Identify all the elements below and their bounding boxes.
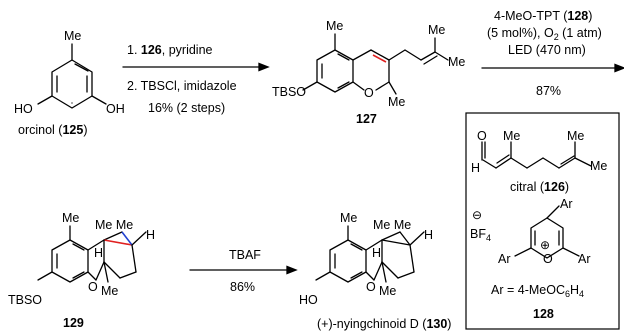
citral-me2: Me	[567, 129, 584, 143]
reagent-box	[465, 112, 620, 330]
citral-h: H	[471, 161, 480, 175]
catalyst-minus: ⊖	[472, 208, 482, 222]
c129-h1: H	[94, 246, 103, 260]
c130-me-bottom: Me	[379, 284, 396, 298]
orcinol-ho-label: HO	[14, 102, 33, 116]
c127-me-bottom: Me	[388, 95, 405, 109]
c129-h2: H	[146, 228, 155, 242]
orcinol-structure: Me HO OH orcinol (125)	[14, 29, 125, 137]
c127-tbso: TBSO	[272, 85, 306, 99]
catalyst-number: 128	[533, 307, 554, 321]
catalyst-ar-left: Ar	[498, 252, 511, 266]
c129-o: O	[88, 280, 98, 294]
citral-me1: Me	[503, 129, 520, 143]
c127-me-top: Me	[326, 19, 343, 33]
c129-tbso: TBSO	[8, 293, 42, 307]
arrow-step-1: 1. 126, pyridine 2. TBSCl, imidazole 16%…	[122, 43, 270, 115]
c130-ho: HO	[299, 293, 318, 307]
compound-127-structure: Me Me Me Me TBSO O 127	[272, 19, 465, 126]
c130-h2: H	[424, 228, 433, 242]
orcinol-oh-label: OH	[106, 102, 125, 116]
catalyst-ar-top: Ar	[560, 197, 573, 211]
c130-caption: (+)-nyingchinoid D (130)	[317, 317, 451, 331]
step3-reagent: TBAF	[229, 248, 261, 262]
step1-line1: 1. 126, pyridine	[127, 43, 213, 57]
orcinol-caption: orcinol (125)	[18, 123, 88, 137]
compound-130-structure: Me Me Me H H O Me HO (+)-nyingchinoid D …	[299, 211, 451, 331]
c127-o: O	[364, 86, 374, 100]
c130-h1: H	[372, 246, 381, 260]
citral-o: O	[477, 129, 487, 143]
c129-me-bottom: Me	[101, 284, 118, 298]
c130-me-top: Me	[340, 211, 357, 225]
step2-yield: 87%	[536, 84, 561, 98]
arrow-step-3: TBAF 86%	[189, 248, 298, 294]
c127-me-right: Me	[448, 55, 465, 69]
catalyst-plus: ⊕	[540, 238, 550, 252]
catalyst-o: O	[543, 252, 553, 266]
step2-line3: LED (470 nm)	[508, 43, 586, 57]
c129-number: 129	[63, 316, 84, 330]
catalyst-128-structure: ⊖ BF4 Ar Ar Ar O ⊕ Ar = 4-MeOC6H4 128	[470, 197, 591, 321]
c129-me-top: Me	[62, 211, 79, 225]
catalyst-bf4: BF4	[470, 227, 491, 243]
compound-129-structure: Me Me Me H H O Me TBSO 129	[8, 211, 155, 330]
step2-line1: 4-MeO-TPT (128)	[494, 9, 592, 23]
step1-yield: 16% (2 steps)	[148, 101, 225, 115]
c130-o: O	[366, 280, 376, 294]
c127-number: 127	[356, 112, 377, 126]
orcinol-me-label: Me	[64, 29, 81, 43]
step2-line2: (5 mol%), O2 (1 atm)	[487, 26, 602, 42]
c130-me-me: Me Me	[373, 218, 411, 232]
c129-me-me: Me Me	[95, 218, 133, 232]
c127-me-right-top: Me	[428, 23, 445, 37]
citral-caption: citral (126)	[510, 180, 569, 194]
step1-line2: 2. TBSCl, imidazole	[127, 79, 237, 93]
step3-yield: 86%	[230, 280, 255, 294]
arrow-step-2: 4-MeO-TPT (128) (5 mol%), O2 (1 atm) LED…	[481, 9, 624, 98]
catalyst-ar-definition: Ar = 4-MeOC6H4	[491, 283, 584, 299]
citral-structure: O H Me Me Me citral (126)	[471, 129, 607, 194]
citral-me3: Me	[590, 159, 607, 173]
catalyst-ar-right: Ar	[578, 252, 591, 266]
